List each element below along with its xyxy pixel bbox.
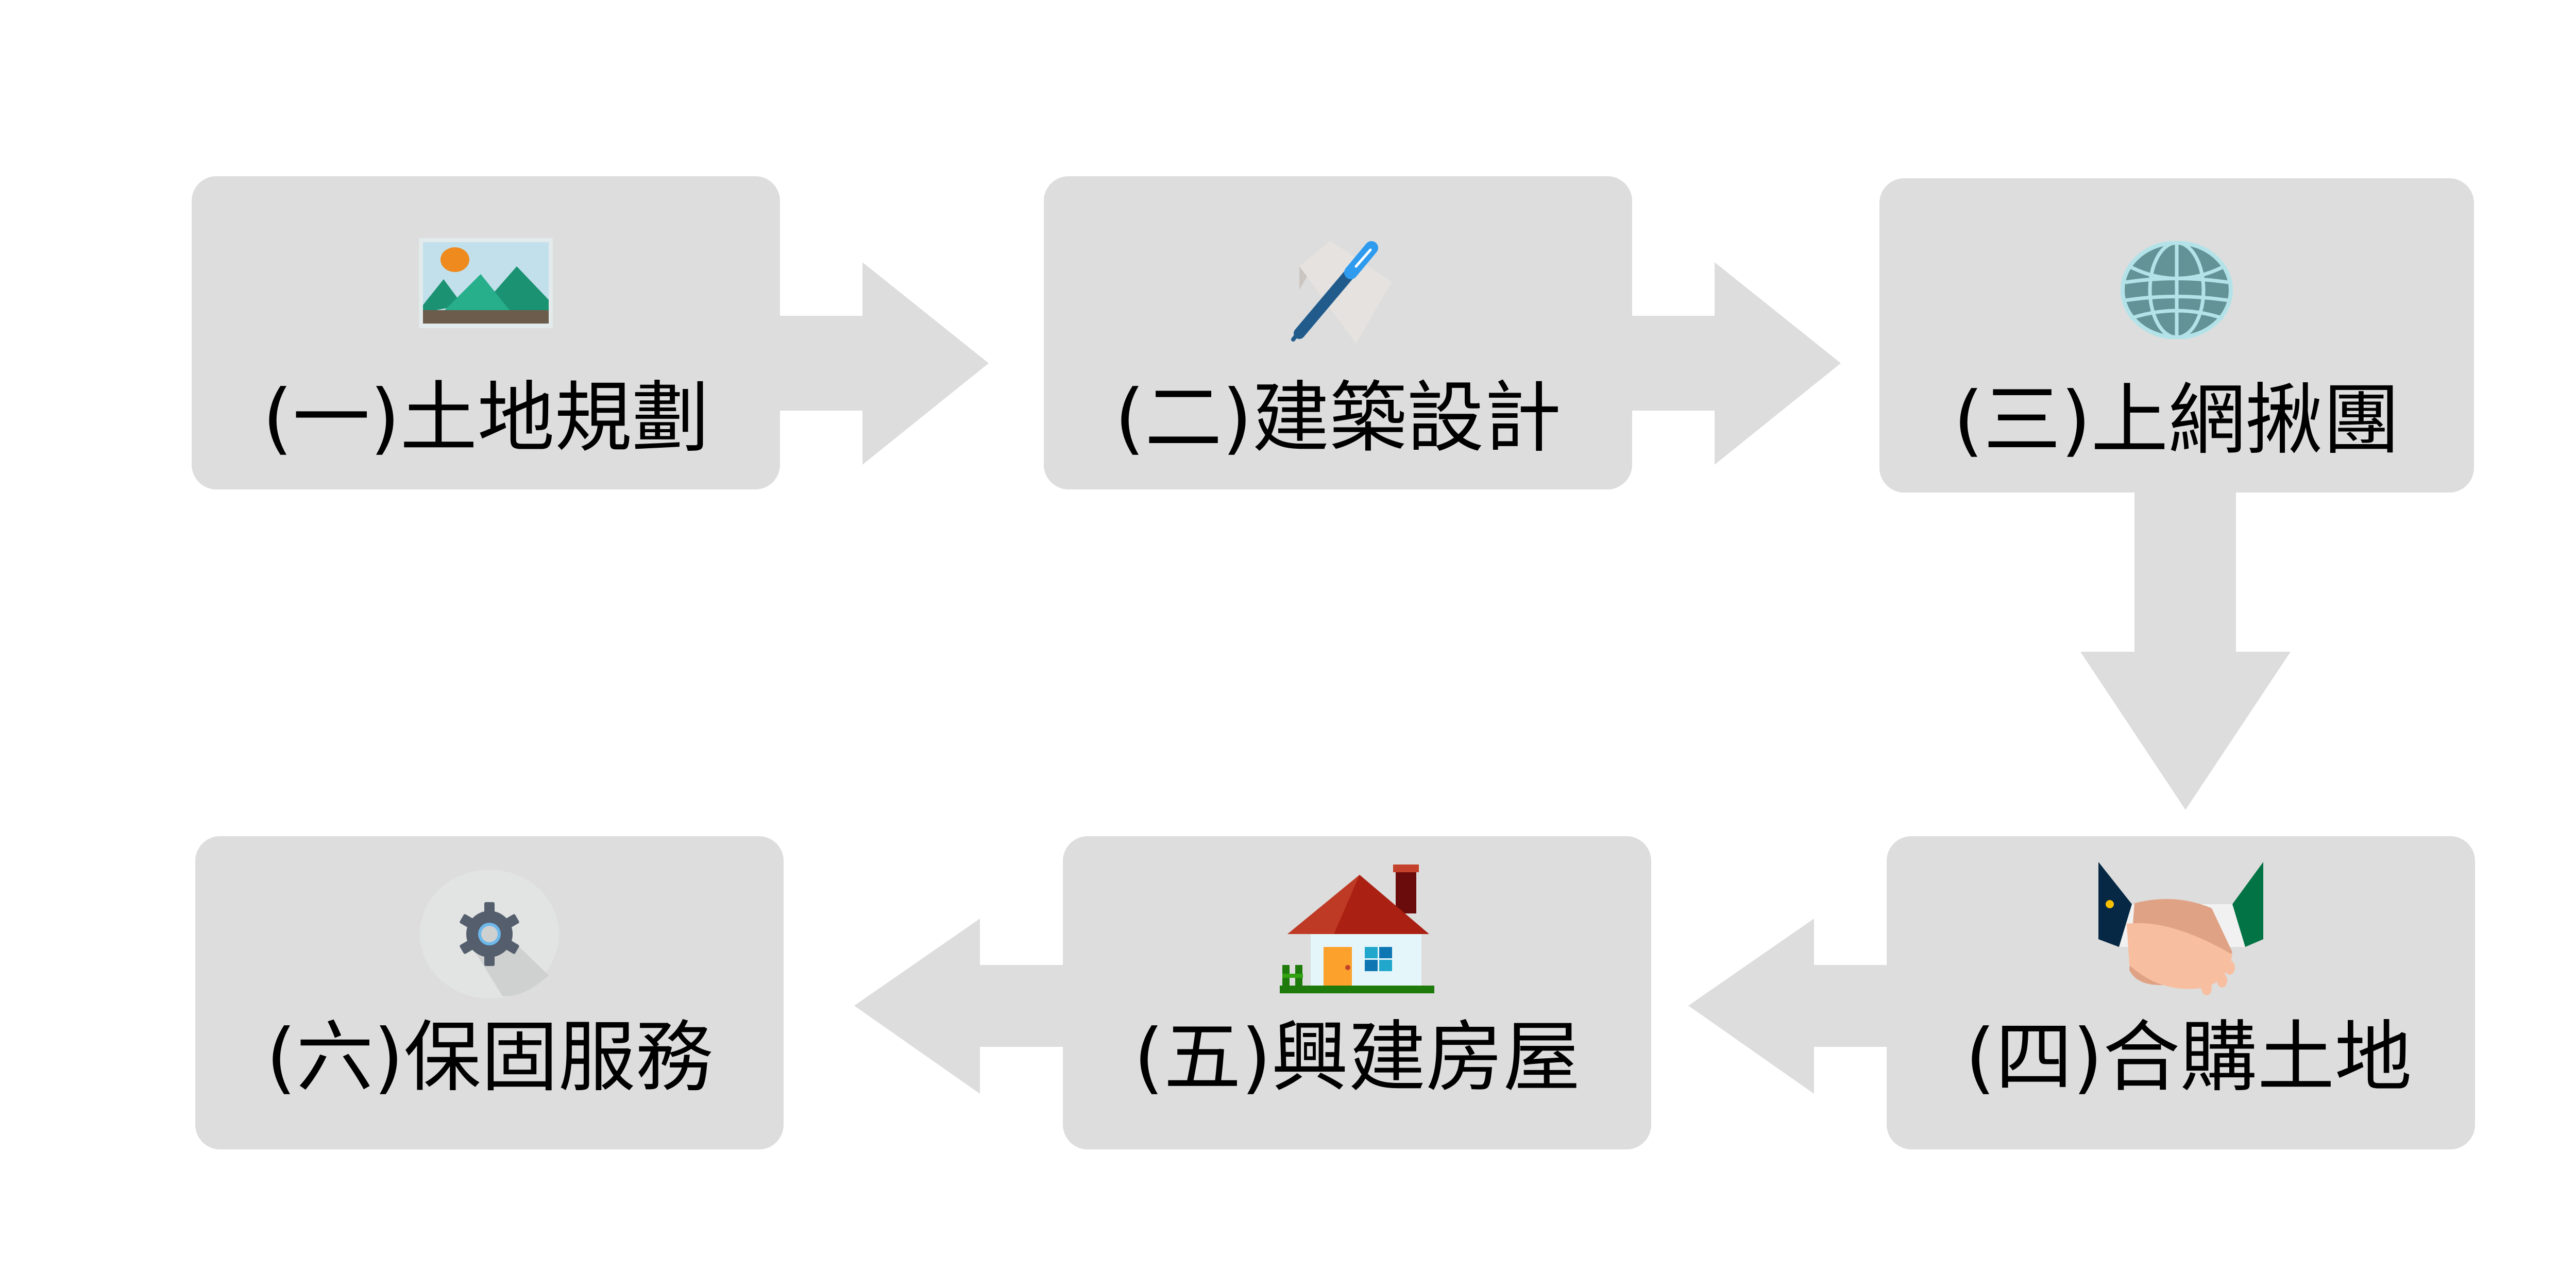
- step-4-joint-land-purchase: (四)合購土地: [1887, 836, 2475, 1149]
- arrow-step1-to-step2: [773, 262, 989, 465]
- house-icon: [1280, 859, 1439, 993]
- step-4-label: (四)合購土地: [1965, 1013, 2412, 1103]
- step-5-build-house: (五)興建房屋: [1063, 836, 1651, 1149]
- landscape-picture-icon: [419, 238, 553, 328]
- globe-icon: [2120, 241, 2233, 340]
- gear-icon: [420, 870, 559, 998]
- handshake-icon: [2098, 862, 2263, 996]
- arrow-step5-to-step6: [854, 919, 1072, 1094]
- step-2-label: (二)建築設計: [1114, 374, 1562, 463]
- step-1-land-planning: (一)土地規劃: [192, 176, 780, 489]
- step-6-label: (六)保固服務: [266, 1013, 713, 1103]
- pen-paper-icon: [1279, 241, 1397, 344]
- step-1-label: (一)土地規劃: [262, 374, 709, 463]
- arrow-step4-to-step5: [1688, 919, 1896, 1094]
- arrow-step2-to-step3: [1623, 262, 1841, 465]
- arrow-step3-to-step4: [2080, 484, 2291, 810]
- step-3-label: (三)上網揪團: [1953, 376, 2400, 465]
- step-2-architecture-design: (二)建築設計: [1044, 176, 1632, 489]
- step-3-online-group: (三)上網揪團: [1879, 178, 2474, 493]
- step-5-label: (五)興建房屋: [1133, 1013, 1581, 1103]
- step-6-warranty-service: (六)保固服務: [195, 836, 784, 1149]
